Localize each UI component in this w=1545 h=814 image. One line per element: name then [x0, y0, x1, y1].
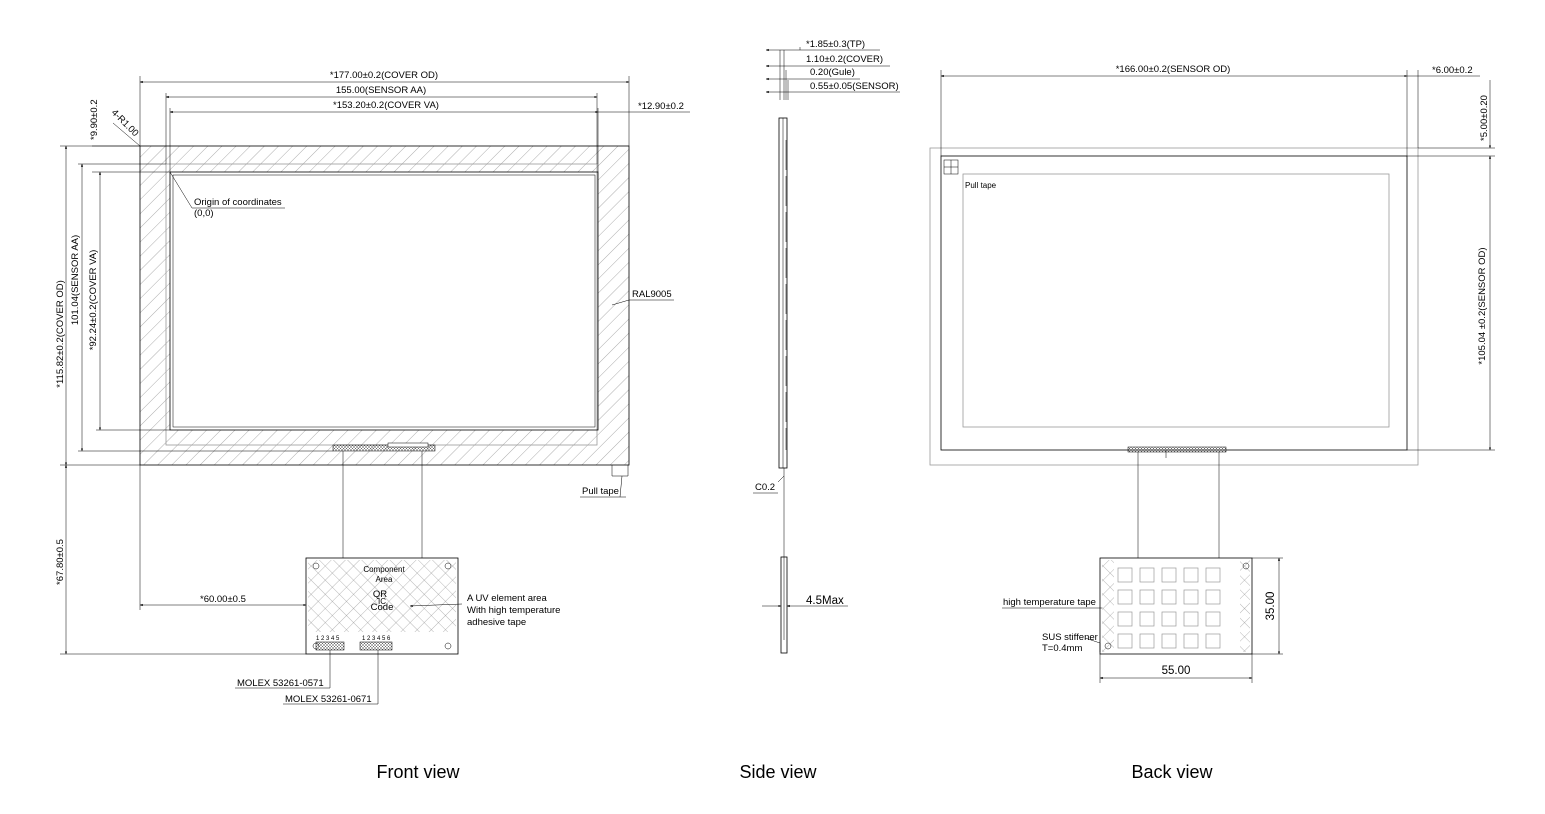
back-high-temp-tape	[1102, 560, 1114, 652]
fpc-bonding-strip	[332, 444, 436, 452]
uv-label-2: With high temperature	[467, 605, 560, 616]
back-dim-right-offset: *6.00±0.2	[1432, 65, 1473, 76]
fpc-tab	[387, 442, 429, 448]
ic-label: IC	[378, 597, 386, 606]
dim-cover-va-h: *92.24±0.2(COVER VA)	[88, 250, 99, 351]
cover-border-hatch	[140, 146, 629, 465]
front-view-title: Front view	[376, 762, 460, 782]
dim-cover-od-h: *115.82±0.2(COVER OD)	[55, 280, 66, 387]
side-view-title: Side view	[739, 762, 817, 782]
back-sus-label-1: SUS stiffener	[1042, 632, 1098, 643]
back-cover-outline	[929, 147, 1419, 466]
side-dim-chamfer: C0.2	[755, 482, 775, 493]
connector-2-pins: 1 2 3 4 5 6	[362, 636, 391, 642]
uv-label-1: A UV element area	[467, 593, 547, 604]
component-area-label-2: Area	[376, 575, 393, 584]
side-dim-tp: *1.85±0.3(TP)	[806, 39, 865, 50]
side-dim-sensor: 0.55±0.05(SENSOR)	[810, 81, 899, 92]
back-pull-tape-label: Pull tape	[965, 181, 997, 190]
back-fpc-bond	[1127, 446, 1227, 453]
back-dim-sensor-od-h: *105.04 ±0.2(SENSOR OD)	[1477, 247, 1488, 364]
pull-tape-label: Pull tape	[582, 486, 619, 497]
back-sus-label-2: T=0.4mm	[1042, 643, 1082, 654]
uv-label-3: adhesive tape	[467, 617, 526, 628]
component-area-label-1: Component	[363, 565, 405, 574]
connector-1-pins: 1 2 3 4 5	[316, 636, 340, 642]
back-view: Pull tape *166.00±0.2(SENSOR OD) *6.00±0…	[929, 64, 1495, 782]
dim-right-margin: *12.90±0.2	[638, 101, 684, 112]
side-dim-max: 4.5Max	[806, 595, 844, 607]
back-stiffener-grid	[1117, 567, 1221, 649]
back-sensor-outline	[940, 155, 1408, 451]
back-dim-sensor-od-w: *166.00±0.2(SENSOR OD)	[1116, 64, 1231, 75]
side-dim-cover: 1.10±0.2(COVER)	[806, 54, 883, 65]
component-area-cross	[308, 560, 456, 632]
qr-label: QR	[373, 589, 387, 600]
side-dim-glue: 0.20(Gule)	[810, 67, 855, 78]
molex-label-2: MOLEX 53261-0671	[285, 694, 372, 705]
connector-2: 1 2 3 4 5 6	[359, 636, 393, 651]
back-stiffener	[1099, 557, 1253, 655]
back-high-temp-label: high temperature tape	[1003, 597, 1096, 608]
dim-sensor-aa-w: 155.00(SENSOR AA)	[336, 85, 426, 96]
dim-sensor-aa-h: 101.04(SENSOR AA)	[70, 235, 81, 325]
cover-outline	[139, 145, 630, 466]
back-sensor-inner	[962, 173, 1390, 428]
dim-cover-od-w: *177.00±0.2(COVER OD)	[330, 70, 438, 81]
dim-tail-length: *67.80±0.5	[55, 539, 66, 585]
display-inner	[172, 174, 596, 428]
code-label: Code	[371, 602, 394, 613]
cover-va-outline	[169, 171, 599, 431]
pull-tape-tab	[611, 465, 629, 477]
origin-label: Origin of coordinates	[194, 197, 282, 208]
molex-label-1: MOLEX 53261-0571	[237, 678, 324, 689]
back-dim-top-offset: *5.00±0.20	[1479, 95, 1490, 141]
back-dim-stiffener-h: 35.00	[1265, 592, 1277, 621]
connector-1: 1 2 3 4 5	[315, 636, 345, 651]
side-view: *1.85±0.3(TP) 1.10±0.2(COVER) 0.20(Gule)…	[739, 39, 900, 782]
dim-tail-offset: *60.00±0.5	[200, 594, 246, 605]
back-dim-stiffener-w: 55.00	[1162, 665, 1191, 677]
dim-top-margin: *9.90±0.2	[89, 99, 100, 140]
back-view-title: Back view	[1131, 762, 1213, 782]
dim-corner-radius: 4-R1.00	[109, 107, 141, 139]
front-view: Pull tape *177.00±0.2(COVER OD) 155.00(S…	[55, 70, 690, 782]
origin-coords: (0,0)	[194, 208, 214, 219]
dim-cover-va-w: *153.20±0.2(COVER VA)	[333, 100, 439, 111]
ral-label: RAL9005	[632, 289, 672, 300]
